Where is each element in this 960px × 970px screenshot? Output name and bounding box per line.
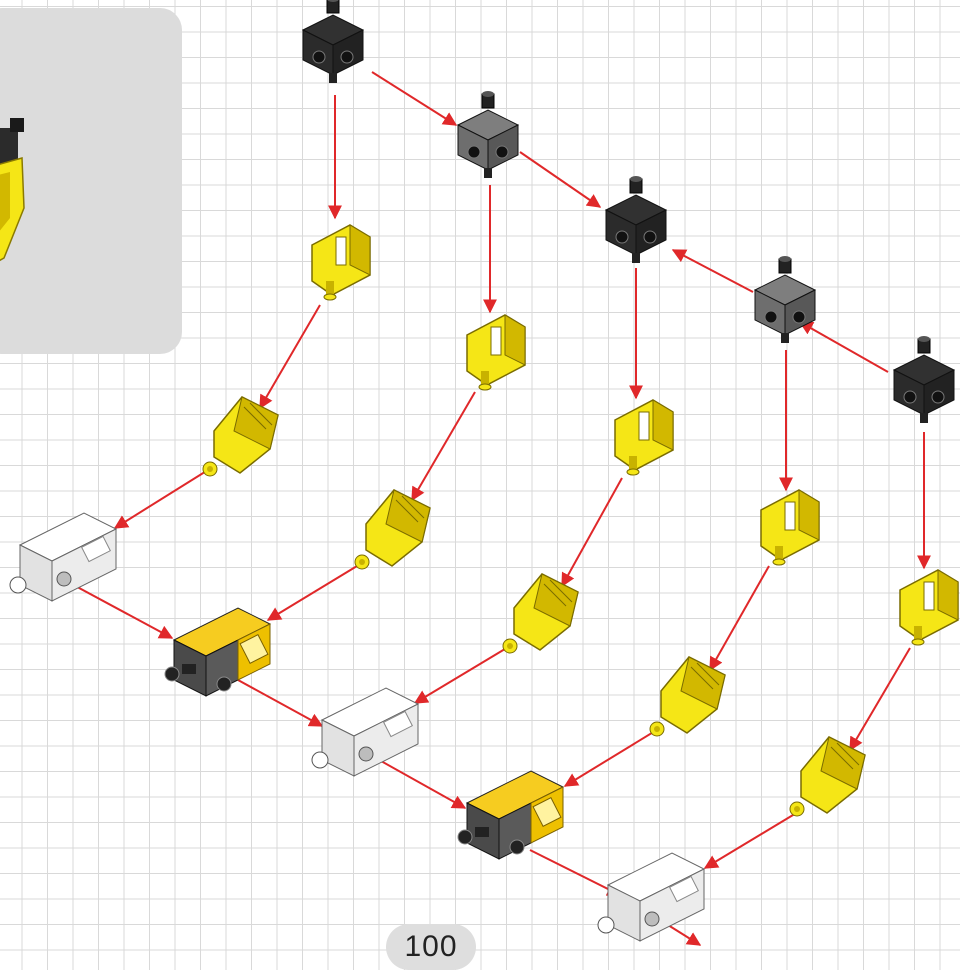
connector-white-block	[9, 512, 118, 602]
hub-black-block	[892, 336, 956, 423]
page-number-badge: 100	[386, 924, 476, 970]
assembly-diagram	[9, 0, 959, 946]
flow-arrow	[519, 151, 602, 208]
combo-dark-yellow-block	[457, 770, 565, 860]
hub-black-block	[301, 0, 365, 83]
bracket-yellow-block	[760, 489, 820, 566]
bracket-yellow-block	[614, 399, 674, 476]
bracket-yellow-block	[466, 314, 526, 391]
flow-arrow	[413, 645, 511, 704]
flow-arrow	[561, 477, 623, 588]
parts	[9, 0, 959, 942]
flow-arrow	[671, 249, 754, 293]
flow-arrow	[266, 562, 363, 621]
inset-dark-block	[0, 128, 18, 164]
inset-part-closeup	[0, 118, 25, 262]
flow-arrow	[709, 565, 770, 672]
flow-arrow	[67, 581, 174, 639]
angle-yellow-block	[502, 573, 579, 654]
connector-white-block	[311, 687, 420, 777]
hub-black-block	[604, 176, 668, 263]
flow-arrow	[529, 849, 622, 896]
angle-yellow-block	[202, 396, 279, 477]
connector-white-block	[597, 852, 706, 942]
hub-gray-block	[753, 256, 817, 343]
bracket-yellow-block	[899, 569, 959, 646]
flow-arrow	[237, 679, 324, 727]
flow-arrows	[67, 71, 931, 946]
angle-yellow-block	[649, 656, 726, 737]
bracket-yellow-block	[311, 224, 371, 301]
flow-arrow	[113, 469, 209, 529]
flow-arrow	[411, 391, 476, 502]
detail-inset-panel	[0, 8, 182, 354]
combo-dark-yellow-block	[164, 607, 272, 697]
flow-arrow	[703, 811, 799, 869]
hub-gray-block	[456, 91, 520, 178]
flow-arrow	[849, 647, 911, 752]
flow-arrow	[798, 321, 889, 373]
flow-arrow	[371, 755, 467, 809]
flow-arrow	[563, 727, 661, 787]
angle-yellow-block	[354, 489, 431, 570]
flow-arrow	[371, 71, 458, 126]
flow-arrow	[259, 304, 321, 410]
angle-yellow-block	[789, 736, 866, 817]
